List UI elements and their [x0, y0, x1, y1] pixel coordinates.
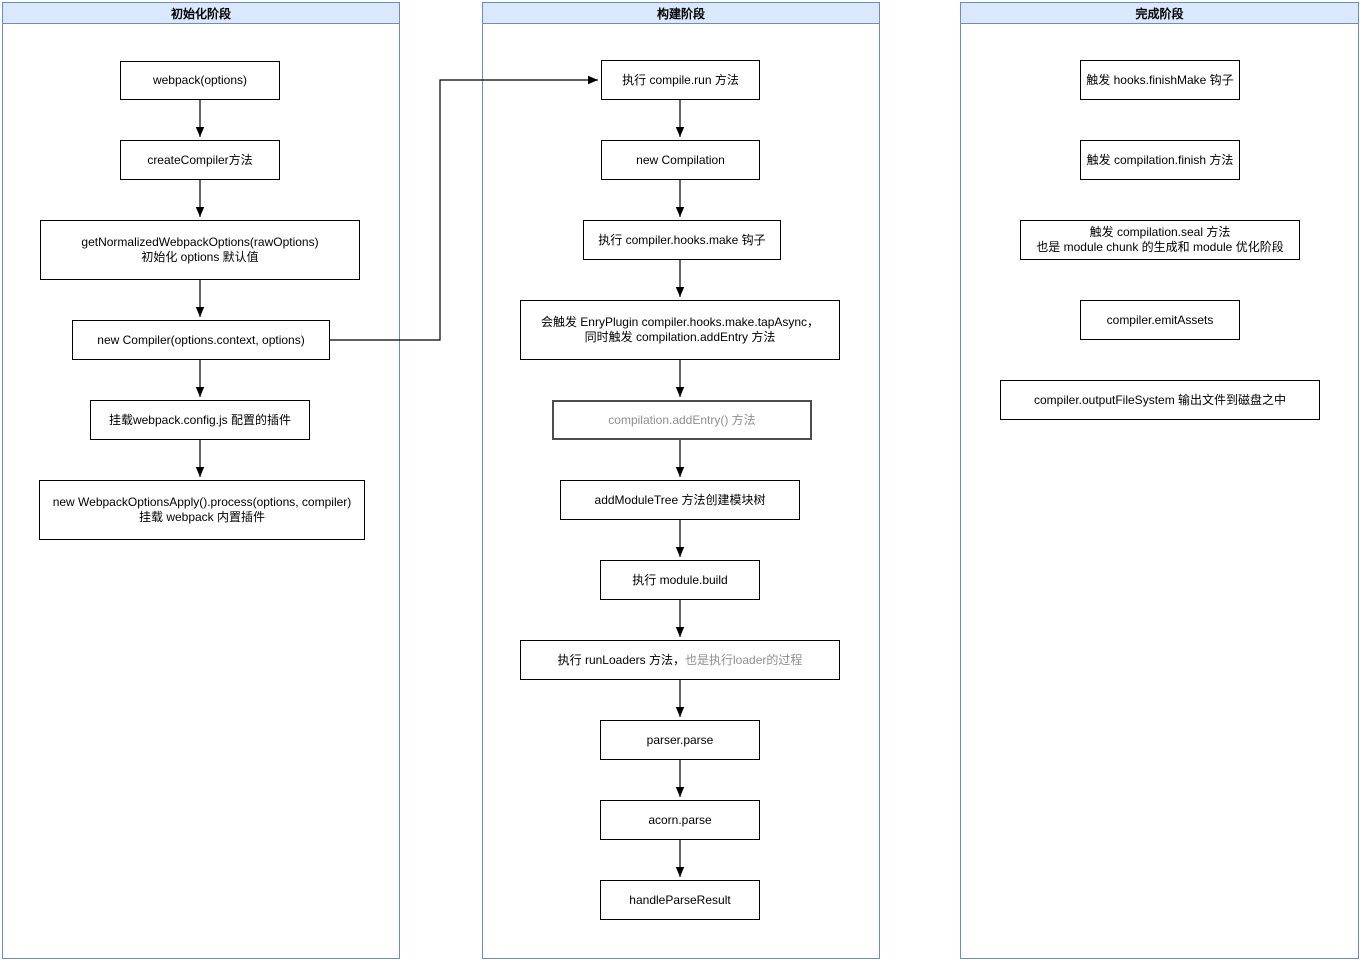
- flow-node: addModuleTree 方法创建模块树: [560, 480, 800, 520]
- node-label-line: compiler.emitAssets: [1107, 313, 1214, 328]
- node-label: new Compiler(options.context, options): [97, 332, 305, 347]
- node-label-line: 执行 compiler.hooks.make 钩子: [598, 233, 765, 248]
- flow-node: 挂载webpack.config.js 配置的插件: [90, 400, 310, 440]
- node-label: handleParseResult: [629, 892, 731, 907]
- flow-node: compilation.addEntry() 方法: [552, 400, 812, 440]
- node-label: 执行 compiler.hooks.make 钩子: [598, 232, 766, 247]
- node-label-line: webpack(options): [153, 73, 247, 88]
- node-label-line: 会触发 EnryPlugin compiler.hooks.make.tapAs…: [541, 315, 819, 330]
- flow-node: getNormalizedWebpackOptions(rawOptions)初…: [40, 220, 360, 280]
- node-label-line: new Compilation: [636, 153, 725, 168]
- flow-node: acorn.parse: [600, 800, 760, 840]
- flow-node: webpack(options): [120, 61, 280, 100]
- node-label: 也是 module chunk 的生成和 module 优化阶段: [1036, 240, 1284, 254]
- flow-node: 执行 runLoaders 方法，也是执行loader的过程: [520, 640, 840, 680]
- node-label-line: 也是 module chunk 的生成和 module 优化阶段: [1036, 240, 1283, 255]
- flow-node: new Compiler(options.context, options): [72, 320, 330, 360]
- node-label: parser.parse: [646, 732, 714, 747]
- flow-node: 触发 compilation.finish 方法: [1080, 140, 1240, 180]
- flow-node: compiler.outputFileSystem 输出文件到磁盘之中: [1000, 380, 1320, 420]
- node-label: 同时触发 compilation.addEntry 方法: [584, 330, 776, 344]
- flow-node: handleParseResult: [600, 880, 760, 920]
- node-label: compiler.outputFileSystem 输出文件到磁盘之中: [1033, 392, 1287, 407]
- node-label: addModuleTree 方法创建模块树: [594, 492, 766, 507]
- flow-node: 执行 compile.run 方法: [601, 60, 760, 100]
- node-label-line: 触发 compilation.finish 方法: [1087, 153, 1234, 168]
- node-label-line: 初始化 options 默认值: [141, 250, 258, 265]
- node-label: 挂载webpack.config.js 配置的插件: [108, 412, 292, 427]
- node-label: 触发 compilation.seal 方法: [1089, 225, 1231, 239]
- node-label-line: 执行 compile.run 方法: [622, 73, 739, 88]
- phase-title: 构建阶段: [656, 6, 705, 21]
- node-label: 触发 hooks.finishMake 钩子: [1086, 72, 1234, 87]
- flow-node: 执行 compiler.hooks.make 钩子: [583, 220, 781, 260]
- node-label: 执行 compile.run 方法: [622, 72, 739, 87]
- node-label-line: 挂载 webpack 内置插件: [139, 510, 265, 525]
- node-label-line: new WebpackOptionsApply().process(option…: [53, 495, 352, 510]
- node-label: new WebpackOptionsApply().process(option…: [52, 495, 352, 509]
- phase-panel-header: 初始化阶段: [3, 3, 399, 24]
- phase-title: 完成阶段: [1135, 6, 1184, 21]
- node-label: 初始化 options 默认值: [141, 250, 259, 264]
- node-label: 触发 compilation.finish 方法: [1086, 152, 1234, 167]
- node-label: acorn.parse: [648, 812, 712, 827]
- node-label-line: handleParseResult: [629, 893, 730, 908]
- flow-node: 触发 hooks.finishMake 钩子: [1080, 60, 1240, 100]
- flow-node: 执行 module.build: [600, 560, 760, 600]
- phase-panel-header: 构建阶段: [483, 3, 879, 24]
- node-label: compilation.addEntry() 方法: [608, 412, 756, 427]
- node-label-line: 同时触发 compilation.addEntry 方法: [585, 330, 776, 345]
- node-label-line: getNormalizedWebpackOptions(rawOptions): [81, 235, 318, 250]
- node-label-line: 触发 hooks.finishMake 钩子: [1086, 73, 1233, 88]
- node-label-line: 执行 module.build: [632, 573, 727, 588]
- node-label: compiler.emitAssets: [1106, 312, 1214, 327]
- flow-node: compiler.emitAssets: [1080, 300, 1240, 340]
- node-label-line: 触发 compilation.seal 方法: [1090, 225, 1231, 240]
- flow-node: 会触发 EnryPlugin compiler.hooks.make.tapAs…: [520, 300, 840, 360]
- node-label: 挂载 webpack 内置插件: [138, 510, 266, 524]
- node-label: new Compilation: [636, 152, 725, 167]
- node-label-line: addModuleTree 方法创建模块树: [595, 493, 766, 508]
- flow-node: new WebpackOptionsApply().process(option…: [39, 480, 365, 540]
- node-label-line: parser.parse: [647, 733, 714, 748]
- node-label: getNormalizedWebpackOptions(rawOptions): [81, 235, 319, 249]
- node-label-line: 执行 runLoaders 方法，也是执行loader的过程: [558, 653, 803, 668]
- node-label-line: compiler.outputFileSystem 输出文件到磁盘之中: [1034, 393, 1286, 408]
- flow-node: 触发 compilation.seal 方法也是 module chunk 的生…: [1020, 220, 1300, 260]
- node-label-line: 挂载webpack.config.js 配置的插件: [109, 413, 291, 428]
- node-label: webpack(options): [152, 73, 248, 87]
- phase-title: 初始化阶段: [170, 6, 231, 21]
- node-label-line: createCompiler方法: [147, 153, 252, 168]
- node-label: 执行 module.build: [632, 572, 728, 587]
- phase-panel-header: 完成阶段: [961, 3, 1358, 24]
- node-label: 执行 runLoaders 方法，: [557, 652, 686, 667]
- flow-node: parser.parse: [600, 720, 760, 760]
- flow-node: createCompiler方法: [120, 140, 280, 180]
- phase-panel-completion: 完成阶段: [960, 2, 1359, 959]
- flow-node: new Compilation: [601, 140, 760, 180]
- node-label-line: acorn.parse: [648, 813, 711, 828]
- node-label: 会触发 EnryPlugin compiler.hooks.make.tapAs…: [540, 315, 820, 329]
- node-label-line: new Compiler(options.context, options): [97, 333, 304, 348]
- node-label: 也是执行loader的过程: [685, 652, 803, 667]
- node-label: createCompiler方法: [147, 152, 253, 167]
- node-label-line: compilation.addEntry() 方法: [608, 413, 755, 428]
